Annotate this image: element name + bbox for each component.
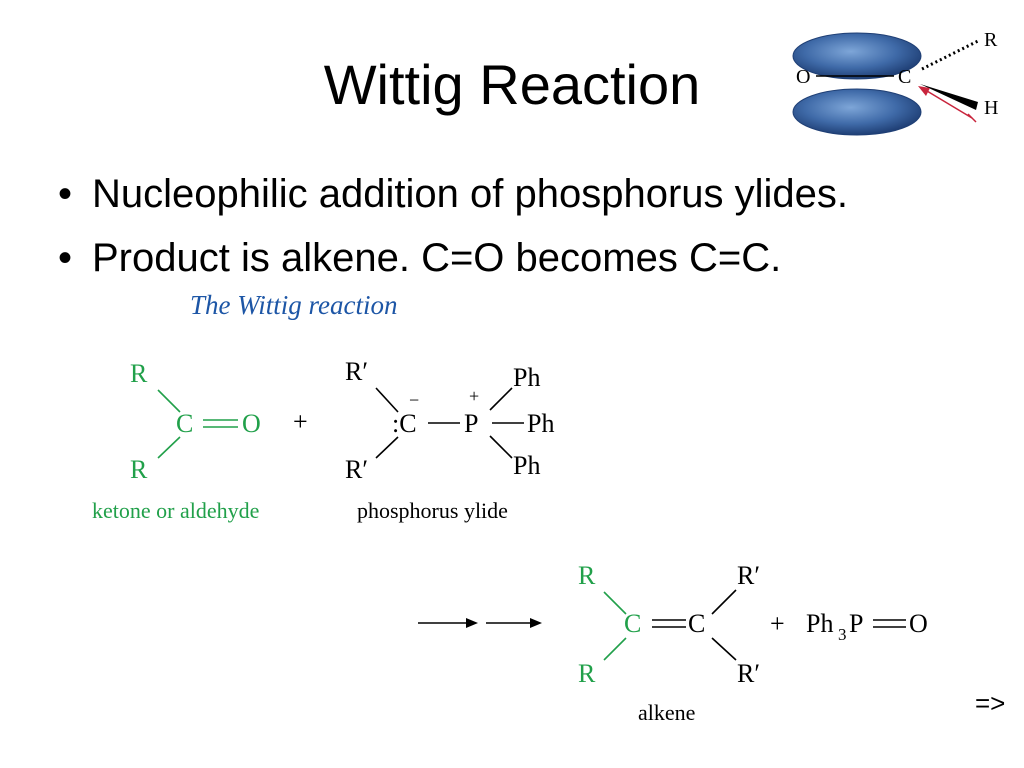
reaction-arrow-1-head	[466, 618, 478, 628]
ylide-plus-charge: +	[469, 386, 479, 406]
alkene-carbon-2: C	[688, 609, 705, 638]
alkene-r-top-right: R′	[737, 561, 760, 590]
ph3po-ph: Ph	[806, 609, 833, 638]
ylide-ph-top: Ph	[513, 363, 540, 392]
bullet-list: • Nucleophilic addition of phosphorus yli…	[58, 162, 848, 290]
orbital-c-label: C	[898, 66, 911, 88]
alkene-bond-top-left	[603, 591, 627, 615]
alkene-r-top-left: R	[578, 561, 596, 590]
alkene-structure: R C C R′ R R′ alkene	[578, 561, 760, 725]
orbital-r-label: R	[984, 29, 998, 51]
ketone-bond-bottom	[157, 436, 181, 459]
bullet-text: Product is alkene. C=O becomes C=C.	[92, 236, 782, 280]
wittig-reaction-scheme: R C O R ketone or aldehyde + R′ − :C + P…	[92, 357, 928, 725]
alkene-r-bottom-right: R′	[737, 659, 760, 688]
triphenylphosphine-oxide: Ph 3 P O	[806, 609, 928, 644]
lower-pi-lobe	[792, 88, 922, 136]
ylide-phosphorus: P	[464, 409, 478, 438]
ylide-ph-bottom: Ph	[513, 451, 540, 480]
bullet-glyph: •	[58, 172, 73, 216]
alkene-r-bottom-left: R	[578, 659, 596, 688]
solid-wedge	[920, 84, 978, 110]
ketone-bond-top	[157, 389, 181, 413]
alkene-bond-top-right	[711, 589, 737, 615]
ylide-structure: R′ − :C + P Ph Ph Ph R′ phosphorus ylide	[345, 357, 554, 523]
ylide-r-bottom: R′	[345, 455, 368, 484]
reactant-plus: +	[293, 407, 308, 436]
product-plus: +	[770, 609, 785, 638]
attack-arrow-tail-x	[967, 113, 977, 123]
next-slide-link[interactable]: =>	[975, 688, 1006, 718]
alkene-label: alkene	[638, 700, 695, 725]
orbital-o-label: O	[796, 66, 810, 88]
ketone-r-top: R	[130, 359, 148, 388]
ylide-minus-charge: −	[409, 390, 419, 410]
ylide-carbanion: :C	[392, 409, 417, 438]
alkene-carbon-1: C	[624, 609, 641, 638]
ylide-p-ph3-bond	[489, 435, 513, 459]
ketone-label: ketone or aldehyde	[92, 498, 259, 523]
reaction-arrow-2-head	[530, 618, 542, 628]
slide-title: Wittig Reaction	[323, 53, 701, 116]
ph3po-subscript: 3	[838, 625, 847, 644]
attack-arrowhead	[918, 86, 930, 96]
ph3po-phosphorus: P	[849, 609, 863, 638]
ph3po-oxygen: O	[909, 609, 928, 638]
ylide-ph-middle: Ph	[527, 409, 554, 438]
ylide-bond-bottom	[375, 436, 399, 459]
attack-arrow	[921, 87, 973, 119]
ylide-p-ph1-bond	[489, 387, 513, 411]
upper-pi-lobe	[792, 32, 922, 80]
bullet-glyph: •	[58, 236, 73, 280]
ketone-structure: R C O R ketone or aldehyde	[92, 359, 261, 523]
ylide-r-top: R′	[345, 357, 368, 386]
alkene-bond-bottom-left	[603, 637, 627, 661]
figure-caption: The Wittig reaction	[190, 290, 398, 320]
ketone-r-bottom: R	[130, 455, 148, 484]
ylide-bond-top	[375, 387, 399, 413]
hashed-wedge	[921, 38, 981, 71]
ylide-label: phosphorus ylide	[357, 498, 508, 523]
reaction-arrows	[418, 618, 542, 628]
alkene-bond-bottom-right	[711, 637, 737, 661]
orbital-diagram: O C R H	[792, 29, 998, 136]
ketone-carbon: C	[176, 409, 193, 438]
orbital-h-label: H	[984, 97, 998, 119]
bullet-item: • Nucleophilic addition of phosphorus yli…	[58, 162, 848, 226]
ketone-oxygen: O	[242, 409, 261, 438]
bullet-item: • Product is alkene. C=O becomes C=C.	[58, 226, 848, 290]
bullet-text: Nucleophilic addition of phosphorus ylid…	[92, 172, 849, 216]
